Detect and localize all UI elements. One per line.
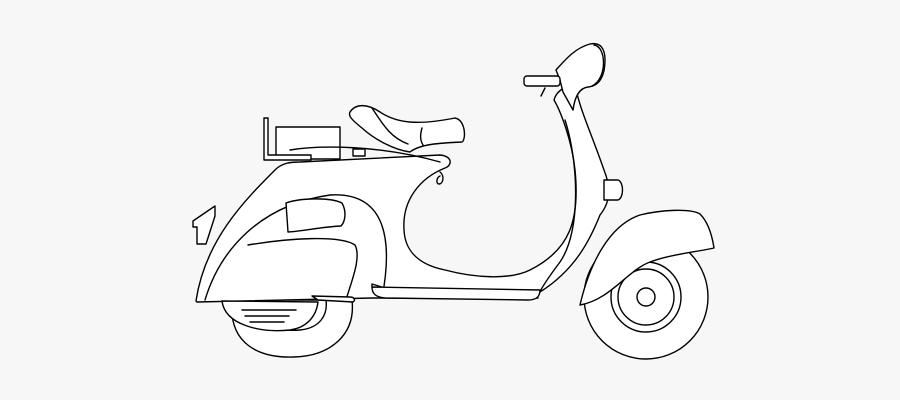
rear-bumper <box>192 205 216 245</box>
front-fender <box>579 209 715 306</box>
headlight <box>591 44 605 87</box>
steering-column <box>555 42 606 111</box>
scooter-body <box>195 84 610 303</box>
engine-vent <box>221 295 356 332</box>
seat <box>348 104 466 153</box>
floorboard <box>371 286 541 301</box>
rear-rack <box>263 117 341 161</box>
handlebar <box>523 75 561 97</box>
